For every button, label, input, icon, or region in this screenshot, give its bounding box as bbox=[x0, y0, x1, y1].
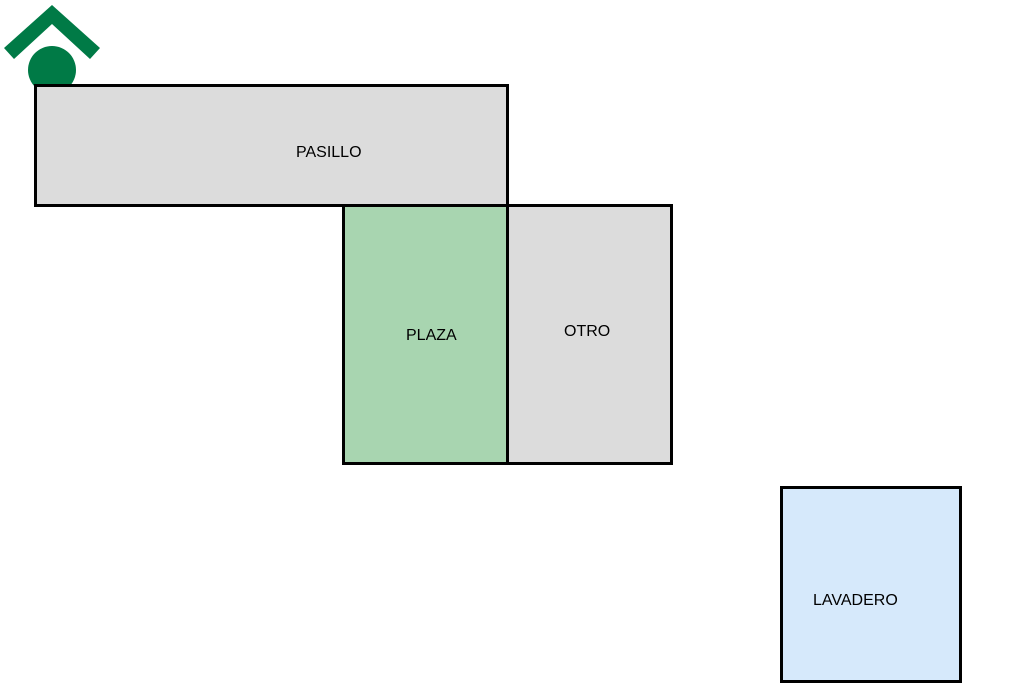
house-circle-logo-icon bbox=[4, 5, 100, 94]
room-label-pasillo: PASILLO bbox=[296, 144, 362, 161]
room-label-lavadero: LAVADERO bbox=[813, 592, 898, 609]
room-lavadero: LAVADERO bbox=[780, 486, 962, 683]
logo-circle-shape bbox=[28, 46, 76, 94]
room-label-otro: OTRO bbox=[564, 323, 611, 340]
room-pasillo: PASILLO bbox=[34, 84, 509, 207]
logo-roof-shape bbox=[4, 5, 100, 59]
room-label-plaza: PLAZA bbox=[406, 327, 457, 344]
room-otro: OTRO bbox=[506, 204, 673, 465]
room-plaza: PLAZA bbox=[342, 204, 509, 465]
